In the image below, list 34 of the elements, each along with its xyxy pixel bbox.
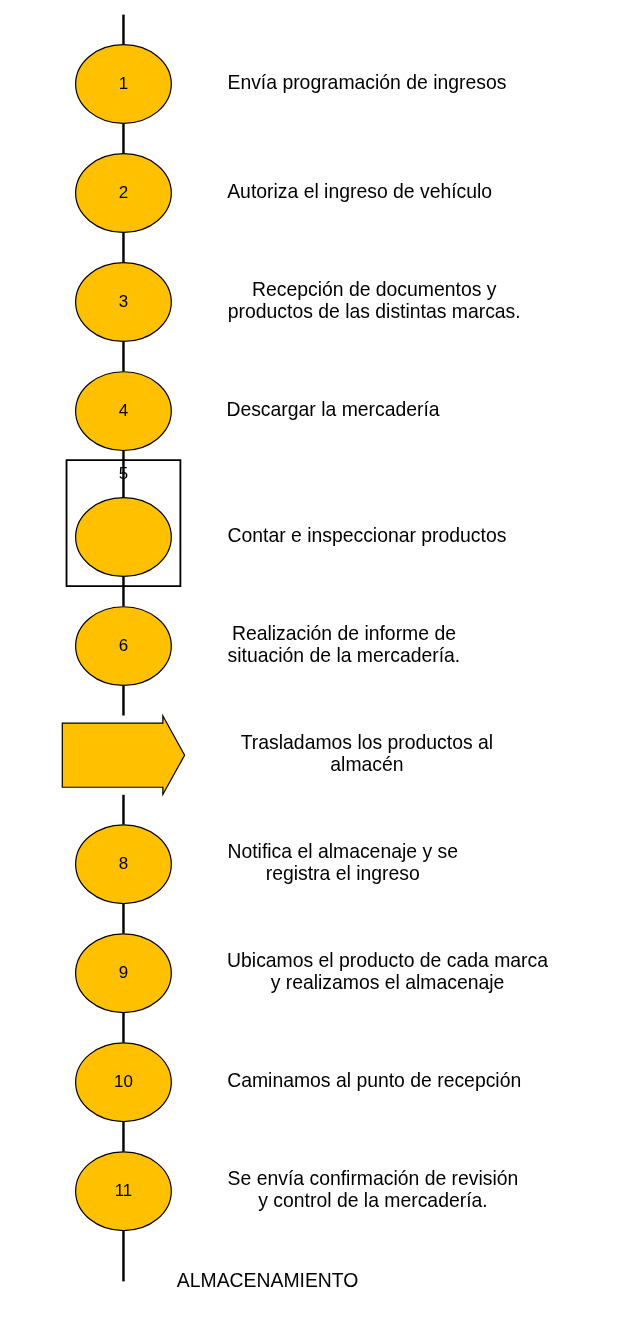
node-ellipse: 8 (75, 824, 172, 905)
connector (122, 794, 125, 825)
node-ellipse: 3 (75, 262, 172, 343)
node-ellipse: 11 (75, 1151, 172, 1232)
node-label: Caminamos al punto de recepción (227, 1068, 522, 1091)
node-label: Descargar la mercadería (226, 397, 440, 420)
connector (122, 685, 125, 716)
node-label: Contar e inspeccionar productos (227, 523, 507, 546)
node-label: Recepción de documentos y productos de las distintas marcas. (227, 277, 521, 322)
connector (122, 341, 125, 372)
label: ALMACENAMIENTO (176, 1269, 359, 1292)
node-ellipse: 10 (75, 1042, 172, 1123)
node-label: Autoriza el ingreso de vehículo (227, 179, 493, 202)
node-ellipse: 4 (75, 371, 172, 452)
node-ellipse: 6 (75, 606, 172, 687)
node-arrow (61, 713, 186, 797)
connector (122, 1121, 125, 1152)
connector (122, 123, 125, 154)
node-circle (75, 497, 172, 578)
node-ellipse: 2 (75, 153, 172, 234)
node-label: Se envía confirmación de revisión y control de la mercadería. (227, 1166, 519, 1211)
node-label: Realización de informe de situación de la mercadería. (227, 621, 461, 666)
node-label: Trasladamos los productos al almacén (240, 730, 494, 775)
connector (122, 576, 125, 607)
node-label: Notifica el almacenaje y se registra el ingreso (227, 839, 458, 884)
node-label: Envía programación de ingresos (227, 70, 507, 93)
connector (122, 1012, 125, 1043)
connector (122, 1230, 125, 1282)
connector (122, 903, 125, 934)
connector (122, 232, 125, 263)
node-ellipse: 9 (75, 933, 172, 1014)
connector (122, 14, 125, 45)
node-ellipse: 1 (75, 44, 172, 125)
node-label: Ubicamos el producto de cada marca y realizamos el almacenaje (227, 948, 549, 993)
